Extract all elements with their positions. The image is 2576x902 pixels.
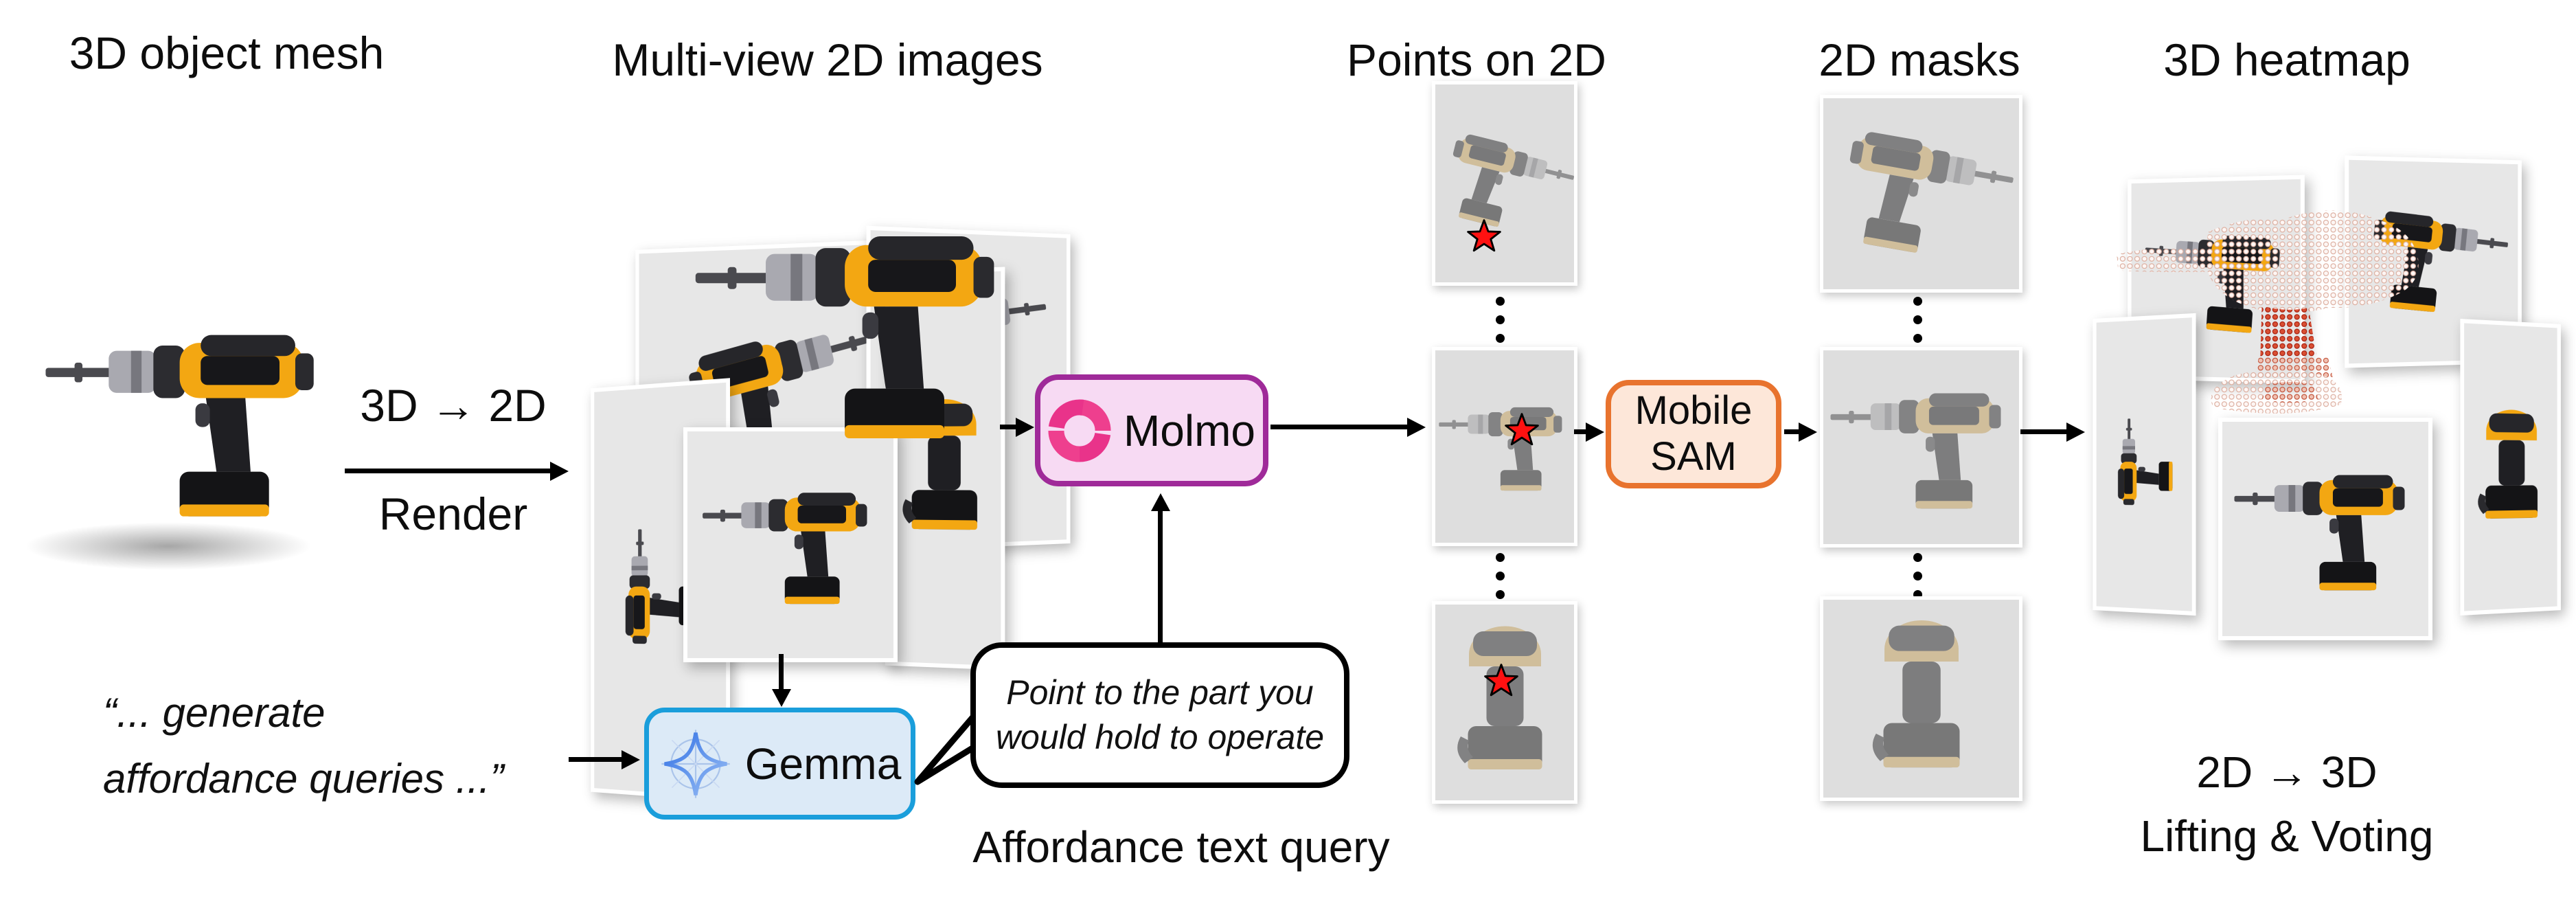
- arrow-masks-to-heatmap: [2020, 422, 2085, 442]
- drill-mask-view-icon: [1825, 368, 2018, 527]
- multiview-panel-bottom: [683, 427, 898, 662]
- affordance-caption: Affordance text query: [972, 822, 1390, 872]
- drill-shadow: [24, 522, 312, 570]
- drill-rear-mask-icon: [1863, 609, 1980, 789]
- arrow-sam-to-masks: [1784, 422, 1817, 442]
- arrow-quote-to-gemma: [569, 749, 640, 769]
- mask-image-1: [1820, 95, 2022, 293]
- arrow-multiview-to-molmo: [1000, 417, 1034, 437]
- point-cloud-heatmap: [2117, 210, 2419, 414]
- molmo-label: Molmo: [1123, 405, 1256, 455]
- gemma-logo-icon: [659, 727, 733, 801]
- points-ellipsis-dots: [1496, 553, 1505, 599]
- molmo-logo-icon: [1048, 399, 1111, 462]
- gemma-label: Gemma: [744, 738, 902, 789]
- point-star-icon: [1466, 218, 1502, 254]
- mobile-sam-label: Mobile SAM: [1634, 388, 1753, 479]
- drill-mask-view-icon: [1820, 102, 2022, 285]
- lifting-caption-line2: Lifting & Voting: [2140, 811, 2434, 861]
- stage3-title: Points on 2D: [1347, 34, 1606, 85]
- drill-heat-rear-icon: [2471, 400, 2551, 534]
- points-image-2: [1432, 347, 1577, 546]
- arrow-multiview-to-gemma: [771, 654, 791, 707]
- arrow-3d-to-2d: [345, 461, 569, 481]
- points-image-3: [1432, 601, 1577, 804]
- masks-ellipsis-dots: [1913, 553, 1922, 599]
- heatmap-panel-bottom: [2218, 418, 2432, 640]
- molmo-box: Molmo: [1035, 374, 1268, 486]
- gemma-box: Gemma: [644, 708, 915, 820]
- quote-line2: affordance queries ...”: [103, 756, 504, 802]
- object-mesh-drill-image: [24, 295, 340, 570]
- mask-image-3: [1820, 596, 2022, 801]
- stage4-title: 2D masks: [1819, 34, 2020, 85]
- stage5-title: 3D heatmap: [2163, 34, 2410, 85]
- stage1-title: 3D object mesh: [69, 27, 385, 78]
- render-step-top-label: 3D → 2D: [360, 380, 547, 431]
- masks-ellipsis-dots: [1913, 297, 1922, 343]
- heatmap-panel-right: [2460, 319, 2561, 616]
- arrow-points-to-sam: [1574, 422, 1604, 442]
- point-star-icon: [1504, 412, 1540, 448]
- point-star-icon: [1483, 663, 1519, 699]
- lifting-caption-line1: 2D → 3D: [2196, 747, 2378, 797]
- mask-image-2: [1820, 347, 2022, 548]
- drill-view-icon: [698, 469, 883, 622]
- mobile-sam-box: Mobile SAM: [1606, 380, 1781, 488]
- drill-rear-view-icon: [1448, 615, 1562, 790]
- central-drill-image: [687, 192, 1023, 471]
- points-image-1: [1432, 81, 1577, 286]
- drill-heat-view-icon: [2229, 450, 2421, 609]
- render-step-bottom-label: Render: [378, 488, 528, 539]
- stage2-title: Multi-view 2D images: [612, 34, 1043, 85]
- drill-view-icon: [1432, 104, 1577, 262]
- quote-line1: “... generate: [103, 690, 326, 736]
- bubble-text: Point to the part you would hold to oper…: [995, 673, 1325, 756]
- points-ellipsis-dots: [1496, 297, 1505, 343]
- drill-photo-icon: [38, 295, 340, 545]
- affordance-query-bubble: Point to the part you would hold to oper…: [970, 642, 1349, 788]
- arrow-molmo-to-points: [1270, 417, 1426, 437]
- arrow-bubble-to-molmo: [1150, 493, 1170, 644]
